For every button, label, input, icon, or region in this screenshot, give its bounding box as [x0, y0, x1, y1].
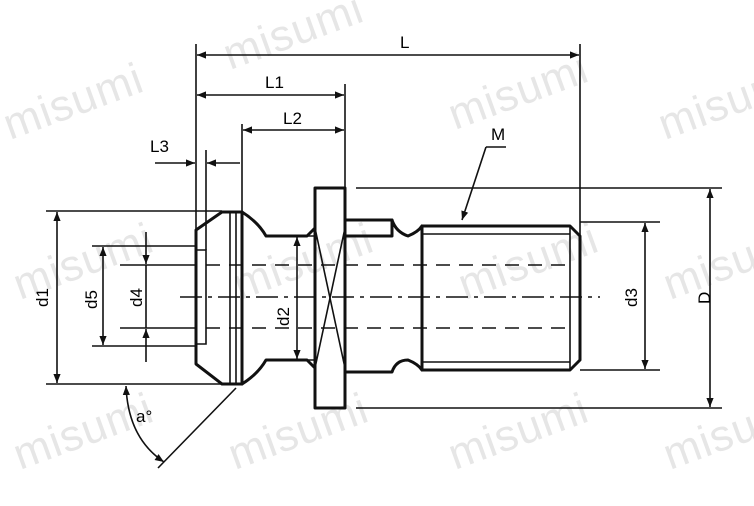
angle-arc [122, 385, 165, 463]
watermark-text: misumi [442, 44, 595, 140]
label-d1: d1 [33, 288, 52, 307]
label-M: M [491, 125, 505, 144]
hidden-lines [180, 249, 600, 345]
label-d5: d5 [82, 290, 101, 309]
watermark-text: misumi [657, 384, 754, 480]
label-d3: d3 [622, 288, 641, 307]
stud-head [194, 210, 244, 386]
watermark-text: misumi [217, 0, 370, 79]
dimensions: L L1 L2 L3 d1 d5 d4 d2 d3 D M [33, 33, 714, 469]
label-D: D [695, 292, 714, 304]
label-L: L [400, 33, 409, 52]
label-L3: L3 [150, 137, 169, 156]
label-L1: L1 [265, 73, 284, 92]
angle-line [157, 387, 237, 469]
label-d4: d4 [127, 288, 146, 307]
leader-M [461, 146, 487, 221]
label-angle: a° [136, 407, 152, 426]
stud-flange [313, 186, 347, 410]
label-d2: d2 [274, 307, 293, 326]
part-outline [194, 186, 582, 410]
watermark-text: misumi [0, 54, 150, 150]
watermark-text: misumi [227, 214, 380, 310]
watermark-text: misumi [222, 384, 375, 480]
label-L2: L2 [283, 109, 302, 128]
watermark-text: misumi [442, 384, 595, 480]
extension-lines [46, 44, 722, 409]
watermark-text: misumi [652, 54, 754, 150]
watermark-text: misumi [452, 214, 605, 310]
